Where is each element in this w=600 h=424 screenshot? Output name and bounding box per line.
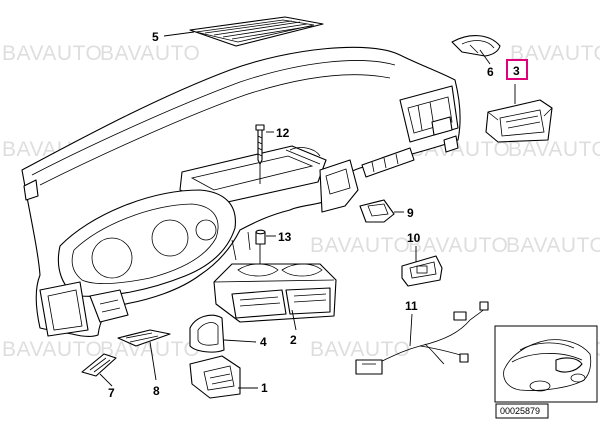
callout-12[interactable]: 12: [276, 126, 290, 140]
watermark: BAVAUTO: [2, 338, 102, 361]
watermark: BAVAUTO: [510, 42, 600, 65]
reference-car-thumbnail: [494, 325, 598, 403]
callout-3[interactable]: 3: [513, 64, 520, 78]
part-2-vent-assembly: [213, 263, 337, 323]
watermark: BAVAUTO: [100, 42, 200, 65]
watermark: BAVAUTO: [310, 338, 410, 361]
callout-4[interactable]: 4: [260, 335, 267, 349]
watermark: BAVAUTO: [508, 138, 600, 161]
callout-2[interactable]: 2: [290, 333, 297, 347]
callouts: 5 6 3 12 13 9 10 11 2 4 1 8 7: [108, 30, 520, 400]
part-7-bracket: [81, 353, 117, 377]
diagram-id-text: 00025879: [500, 406, 540, 416]
watermark: BAVAUTO: [408, 234, 508, 257]
watermark: BAVAUTO: [100, 338, 200, 361]
part-3-center-vent: [485, 99, 553, 143]
part-5-defroster-grille: [189, 16, 324, 47]
callout-10[interactable]: 10: [407, 231, 421, 245]
callout-5[interactable]: 5: [152, 30, 159, 44]
part-4-side-vent: [189, 314, 225, 353]
watermark: BAVAUTO: [310, 234, 410, 257]
callout-9[interactable]: 9: [407, 206, 414, 220]
callout-7[interactable]: 7: [108, 386, 115, 400]
watermark: BAVAUTO: [2, 42, 102, 65]
part-8-bracket: [117, 329, 171, 347]
part-10-switch: [401, 255, 443, 287]
diagram-id: 00025879: [495, 403, 549, 419]
part-9-clip: [359, 199, 395, 223]
highlight-box: [506, 59, 528, 80]
callout-11[interactable]: 11: [405, 299, 418, 313]
callout-8[interactable]: 8: [153, 384, 160, 398]
part-6-side-vent: [451, 35, 501, 57]
callout-1[interactable]: 1: [261, 381, 268, 395]
part-12-screw: [255, 124, 265, 165]
watermark-layer: BAVAUTO BAVAUTO BAVAUTO BAVAUTO BAVAUTO …: [2, 42, 600, 361]
leader-lines: [99, 31, 516, 389]
part-11-wiring-harness: [355, 301, 489, 375]
dashboard-panel: [21, 46, 461, 338]
part-1-side-vent: [189, 355, 241, 399]
callout-6[interactable]: 6: [487, 65, 494, 79]
part-13-spacer: [255, 229, 266, 245]
watermark: BAVAUTO: [506, 234, 600, 257]
callout-13[interactable]: 13: [278, 230, 292, 244]
